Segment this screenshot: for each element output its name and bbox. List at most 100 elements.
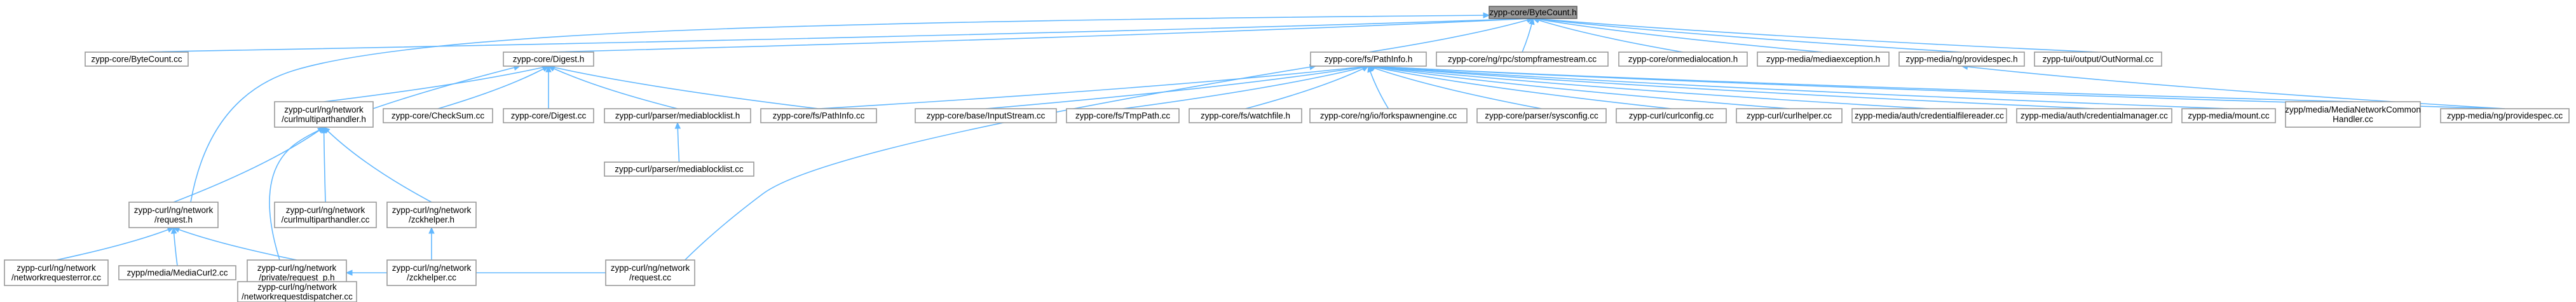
node-box xyxy=(2181,108,2276,123)
node-box xyxy=(1309,108,1468,123)
node-pathinfo-cc[interactable]: zypp-core/fs/PathInfo.cc xyxy=(760,108,877,123)
node-box xyxy=(1898,51,2025,67)
node-multipart-cc[interactable]: zypp-curl/ng/network/curlmultiparthandle… xyxy=(274,202,377,228)
node-box xyxy=(915,108,1057,123)
node-box xyxy=(2440,108,2570,123)
edge-zckhelper-cc-to-zckhelper-h xyxy=(428,226,435,260)
node-outnormal-cc[interactable]: zypp-tui/output/OutNormal.cc xyxy=(2034,51,2162,67)
node-label: zypp-core/fs/TmpPath.cc xyxy=(1075,111,1171,121)
node-multipart-h[interactable]: zypp-curl/ng/network/curlmultiparthandle… xyxy=(274,101,374,128)
node-box xyxy=(2034,51,2162,67)
node-label: zypp-core/Digest.h xyxy=(513,55,585,64)
node-box xyxy=(503,51,594,67)
node-box xyxy=(760,108,877,123)
arrowhead xyxy=(674,121,681,129)
edge-medianetwork-cc-to-pathinfo-h xyxy=(1367,63,2354,102)
node-mediacurl2-cc[interactable]: zypp/media/MediaCurl2.cc xyxy=(118,265,236,280)
arrowhead xyxy=(1529,17,1535,25)
node-label: zypp-media/ng/providespec.cc xyxy=(2447,111,2563,121)
node-checksum-cc[interactable]: zypp-core/CheckSum.cc xyxy=(383,108,493,123)
node-mediablocklist-cc[interactable]: zypp-curl/parser/mediablocklist.cc xyxy=(604,161,754,177)
edge-providespec-h-to-root xyxy=(1532,16,1962,53)
node-label: zypp-curl/ng/network xyxy=(286,205,365,215)
node-box xyxy=(1436,51,1609,67)
arrowhead xyxy=(345,270,353,276)
edge-mediablocklist-cc-to-mediablocklist-h xyxy=(674,121,681,163)
node-box xyxy=(274,101,374,128)
node-box xyxy=(386,202,477,228)
node-box xyxy=(503,108,594,123)
node-mount-cc[interactable]: zypp-media/mount.cc xyxy=(2181,108,2276,123)
node-bytecount-cc[interactable]: zypp-core/ByteCount.cc xyxy=(85,51,189,67)
node-label: zypp-core/base/InputStream.cc xyxy=(927,111,1046,121)
arrowhead xyxy=(1483,12,1490,18)
node-label: /private/request_p.h xyxy=(259,273,334,282)
edge-bytecount-cc-to-root xyxy=(136,15,1534,53)
node-box xyxy=(128,202,219,228)
edge-forkspawnengine-cc-to-pathinfo-h xyxy=(1367,65,1389,109)
node-digest-h[interactable]: zypp-core/Digest.h xyxy=(503,51,594,67)
node-mediaexception-h[interactable]: zypp-media/mediaexception.h xyxy=(1757,51,1890,67)
node-box xyxy=(1616,108,1727,123)
node-box xyxy=(604,161,754,177)
node-credfilereader-cc[interactable]: zypp-media/auth/credentialfilereader.cc xyxy=(1851,108,2007,123)
node-label: zypp-curl/parser/mediablocklist.h xyxy=(615,111,740,121)
node-label: zypp-media/auth/credentialfilereader.cc xyxy=(1855,111,2004,121)
node-box xyxy=(1618,51,1748,67)
node-label: zypp-curl/ng/network xyxy=(392,205,472,215)
node-label: zypp-curl/ng/network xyxy=(392,263,472,273)
node-mediablocklist-h[interactable]: zypp-curl/parser/mediablocklist.h xyxy=(604,108,751,123)
node-networkrequesterror-cc[interactable]: zypp-curl/ng/network/networkrequesterror… xyxy=(4,259,109,286)
node-providespec-cc[interactable]: zypp-media/ng/providespec.cc xyxy=(2440,108,2570,123)
node-curlconfig-cc[interactable]: zypp-curl/curlconfig.cc xyxy=(1616,108,1727,123)
node-stompframestream-cc[interactable]: zypp-core/ng/rpc/stompframestream.cc xyxy=(1436,51,1609,67)
node-curlhelper-cc[interactable]: zypp-curl/curlhelper.cc xyxy=(1736,108,1843,123)
arrowhead xyxy=(545,65,552,72)
node-zckhelper-cc[interactable]: zypp-curl/ng/network/zckhelper.cc xyxy=(386,259,477,286)
node-sysconfig-cc[interactable]: zypp-core/parser/sysconfig.cc xyxy=(1476,108,1607,123)
node-box xyxy=(605,259,695,286)
node-inputstream-cc[interactable]: zypp-core/base/InputStream.cc xyxy=(915,108,1057,123)
node-onmedialocation-h[interactable]: zypp-core/onmedialocation.h xyxy=(1618,51,1748,67)
node-dispatcher-cc[interactable]: zypp-curl/ng/network/networkrequestdispa… xyxy=(237,281,357,302)
node-request-h[interactable]: zypp-curl/ng/network/request.h xyxy=(128,202,219,228)
node-label: zypp-curl/ng/network xyxy=(17,263,96,273)
node-label: zypp-curl/ng/network xyxy=(284,105,364,114)
edge-digest-cc-to-digest-h xyxy=(545,65,552,109)
node-label: zypp-core/CheckSum.cc xyxy=(392,111,485,121)
node-label: zypp-media/mediaexception.h xyxy=(1766,55,1880,64)
node-tmppath-cc[interactable]: zypp-core/fs/TmpPath.cc xyxy=(1066,108,1180,123)
node-box xyxy=(1476,108,1607,123)
nodes-layer: zypp-core/ByteCount.h zypp-core/ByteCount… xyxy=(4,6,2570,302)
node-label: zypp-curl/ng/network xyxy=(257,282,337,292)
node-request-cc[interactable]: zypp-curl/ng/network/request.cc xyxy=(605,259,695,286)
node-label: zypp-core/ByteCount.h xyxy=(1489,8,1576,17)
node-box xyxy=(1851,108,2007,123)
node-box xyxy=(85,51,189,67)
edge-mediacurl2-cc-to-request-h xyxy=(170,226,178,266)
node-label: /curlmultiparthandler.h xyxy=(282,114,366,124)
edge-onmedialocation-h-to-root xyxy=(1532,17,1684,53)
node-zckhelper-h[interactable]: zypp-curl/ng/network/zckhelper.h xyxy=(386,202,477,228)
edge-request-h-to-root xyxy=(190,12,1490,203)
node-root[interactable]: zypp-core/ByteCount.h xyxy=(1489,6,1578,19)
node-providespec-h[interactable]: zypp-media/ng/providespec.h xyxy=(1898,51,2025,67)
node-label: zypp-curl/ng/network xyxy=(611,263,690,273)
node-label: /networkrequestdispatcher.cc xyxy=(242,292,353,301)
node-credmanager-cc[interactable]: zypp-media/auth/credentialmanager.cc xyxy=(2016,108,2172,123)
node-label: zypp-core/fs/PathInfo.cc xyxy=(773,111,865,121)
node-label: zypp-core/fs/watchfile.h xyxy=(1201,111,1290,121)
node-box xyxy=(4,259,109,286)
node-label: Handler.cc xyxy=(2333,114,2373,124)
node-digest-cc[interactable]: zypp-core/Digest.cc xyxy=(503,108,594,123)
edge-zckhelper-h-to-multipart-h xyxy=(323,127,432,203)
node-pathinfo-h[interactable]: zypp-core/fs/PathInfo.h xyxy=(1310,51,1427,67)
edge-inputstream-cc-to-pathinfo-h xyxy=(985,64,1370,109)
node-box xyxy=(1736,108,1843,123)
node-watchfile-h[interactable]: zypp-core/fs/watchfile.h xyxy=(1189,108,1302,123)
edge-pathinfo-cc-to-digest-h xyxy=(547,64,819,109)
node-label: zypp-curl/ng/network xyxy=(257,263,337,273)
node-forkspawnengine-cc[interactable]: zypp-core/ng/io/forkspawnengine.cc xyxy=(1309,108,1468,123)
edge-networkrequesterror-cc-to-request-h xyxy=(56,227,175,261)
